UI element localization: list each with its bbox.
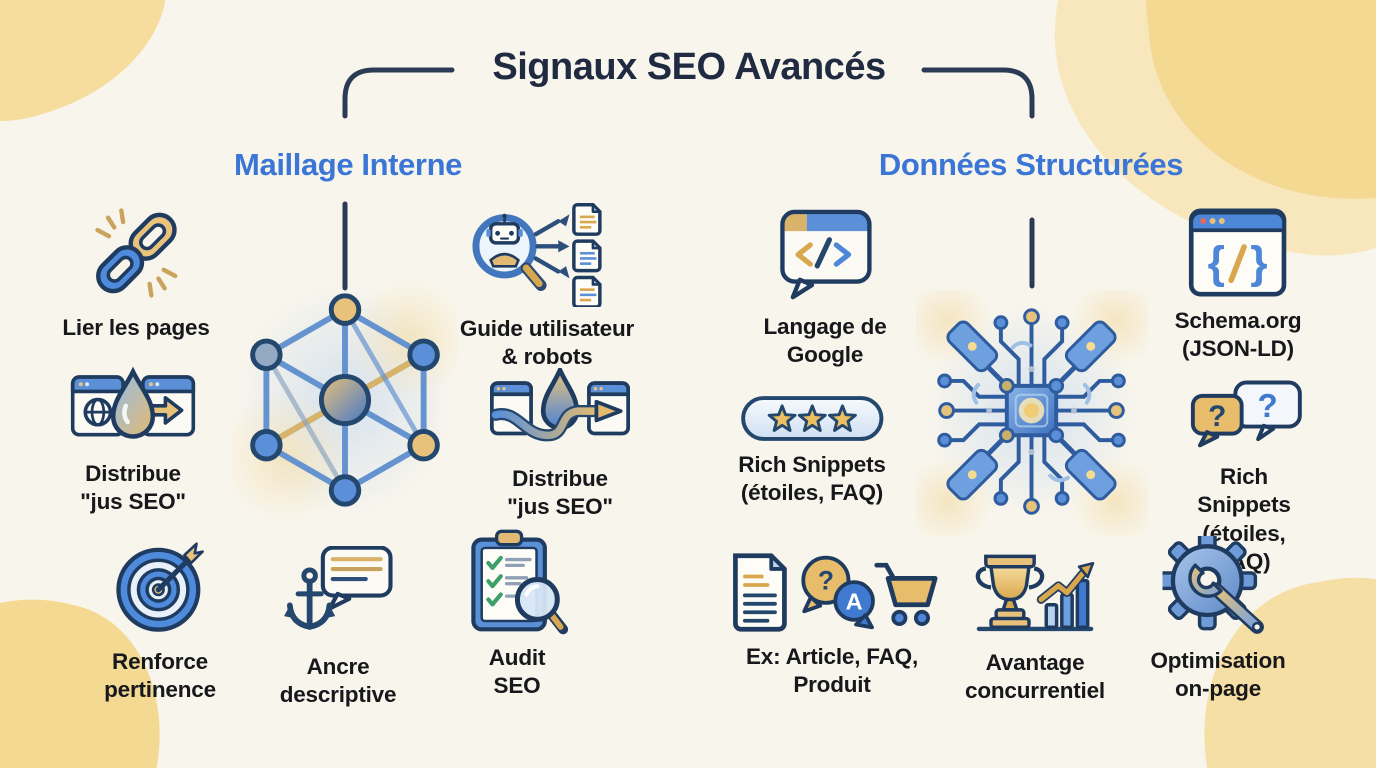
branch-header-maillage-interne: Maillage Interne <box>234 147 462 182</box>
item-rich-snippets-bubbles: ? ? Rich Snippets (étoiles, FAQ) <box>1178 380 1310 576</box>
item-label: Ancre descriptive <box>279 654 397 708</box>
browsers-seo-juice-flow-icon <box>490 368 630 442</box>
item-lier-les-pages: Lier les pages <box>62 200 210 342</box>
browsers-seo-juice-drop-icon <box>70 366 196 439</box>
item-ex-article-faq-produit: ? A Ex: Article, FAQ, Produit <box>726 550 938 700</box>
trophy-growth-chart-icon <box>975 554 1095 632</box>
item-ancre-descriptive: Ancre descriptive <box>280 546 397 710</box>
item-guide-utilisateur-robots: Guide utilisateur & robots <box>456 203 638 372</box>
item-avantage-concurrentiel: Avantage concurrentiel <box>965 546 1105 706</box>
item-label: Rich Snippets (étoiles, FAQ) <box>738 452 886 506</box>
decor-blob-top-left <box>0 0 190 142</box>
schema-browser-json-icon: { } <box>1189 208 1287 297</box>
item-label: Distribue "jus SEO" <box>80 461 186 515</box>
item-label: Langage de Google <box>763 314 887 368</box>
item-schema-org-json-ld: { } Schema.org (JSON-LD) <box>1175 206 1302 364</box>
item-langage-de-google: Langage de Google <box>763 205 887 370</box>
circuit-chip-graphic <box>916 290 1148 537</box>
code-speech-bubble-icon <box>779 209 872 300</box>
item-label: Renforce pertinence <box>104 649 216 703</box>
item-label: Optimisation on-page <box>1150 648 1286 702</box>
anchor-speech-bubble-icon <box>284 546 393 630</box>
item-label: Guide utilisateur & robots <box>459 316 635 370</box>
item-label: Schema.org (JSON-LD) <box>1174 308 1302 362</box>
item-label: Audit SEO <box>488 645 546 699</box>
svg-text:{: { <box>1208 239 1225 288</box>
item-audit-seo: Audit SEO <box>465 528 569 701</box>
article-faq-product-icons: ? A <box>733 553 938 632</box>
item-label: Distribue "jus SEO" <box>507 466 613 520</box>
svg-text:}: } <box>1251 239 1268 288</box>
svg-text:A: A <box>846 588 863 614</box>
item-label: Lier les pages <box>62 315 210 340</box>
target-dart-icon <box>116 542 204 632</box>
svg-text:?: ? <box>1208 400 1226 433</box>
gear-wrench-icon <box>1161 536 1264 634</box>
svg-text:?: ? <box>1258 388 1278 425</box>
item-distribue-jus-seo-2: Distribue "jus SEO" <box>490 368 630 522</box>
chain-link-icon <box>94 208 178 298</box>
page-title: Signaux SEO Avancés <box>492 46 886 88</box>
branch-header-donnees-structurees: Données Structurées <box>878 147 1184 182</box>
item-label: Avantage concurrentiel <box>965 650 1105 704</box>
item-rich-snippets-stars: Rich Snippets (étoiles, FAQ) <box>738 394 886 508</box>
item-distribue-jus-seo-1: Distribue "jus SEO" <box>70 366 196 517</box>
clipboard-audit-magnifier-icon <box>471 529 569 635</box>
item-optimisation-on-page: Optimisation on-page <box>1150 536 1286 704</box>
question-speech-bubbles-icon: ? ? <box>1190 380 1302 448</box>
item-label: Ex: Article, FAQ, Produit <box>745 644 919 698</box>
robot-magnifier-documents-icon <box>472 203 602 307</box>
network-graph-graphic <box>232 280 458 521</box>
svg-text:?: ? <box>818 566 834 596</box>
three-stars-pill-icon <box>740 396 884 441</box>
item-renforce-pertinence: Renforce pertinence <box>104 536 216 705</box>
